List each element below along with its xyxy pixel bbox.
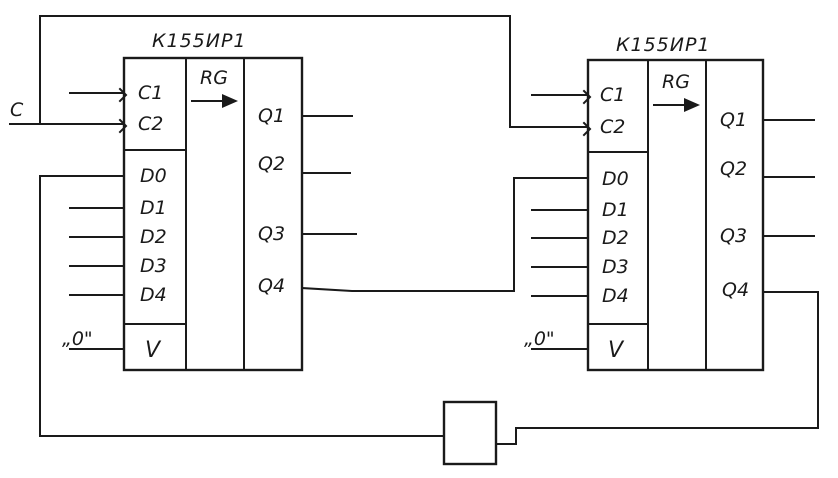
feedback-gate — [442, 400, 498, 466]
pin-label-c2: C2 — [138, 113, 163, 135]
feedback-q4-wire — [495, 291, 819, 445]
pin-label-q3: Q3 — [720, 225, 747, 247]
cascade-q4-to-d0-wire — [300, 177, 589, 292]
pin-label-q4: Q4 — [258, 275, 285, 297]
pin-label-d4: D4 — [140, 284, 167, 306]
register-chip-1: К155ИР1 C1 C2 D0 D1 D2 D3 D4 V „0" RG — [62, 30, 357, 372]
chip-part-number: К155ИР1 — [152, 30, 247, 52]
pin-label-d1: D1 — [602, 199, 629, 221]
clock-signal-label: C — [10, 99, 24, 121]
shift-direction-arrow — [653, 98, 700, 112]
register-chip-2: К155ИР1 C1 C2 D0 D1 D2 D3 D4 V „0" RG Q1 — [524, 34, 815, 372]
pin-label-q1: Q1 — [258, 105, 285, 127]
pin-label-c2: C2 — [600, 116, 625, 138]
pin-label-c1: C1 — [600, 84, 625, 106]
clock-edge-marks — [118, 87, 592, 137]
function-label: RG — [662, 71, 690, 93]
pin-label-d1: D1 — [140, 197, 167, 219]
pin-label-d0: D0 — [140, 165, 167, 187]
chip-part-number: К155ИР1 — [616, 34, 711, 56]
mode-value-label: „0" — [524, 328, 555, 350]
chip-body — [586, 58, 765, 372]
pin-label-d3: D3 — [140, 255, 167, 277]
pin-label-v: V — [608, 338, 625, 363]
pin-label-d2: D2 — [140, 226, 167, 248]
pin-label-d4: D4 — [602, 285, 629, 307]
pin-label-v: V — [145, 338, 162, 363]
pin-label-c1: C1 — [138, 82, 163, 104]
shift-direction-arrow — [191, 94, 238, 108]
pin-label-q3: Q3 — [258, 223, 285, 245]
pin-label-d0: D0 — [602, 168, 629, 190]
pin-label-q2: Q2 — [258, 153, 285, 175]
pin-label-q4: Q4 — [722, 279, 749, 301]
function-label: RG — [200, 67, 228, 89]
chip-body — [122, 56, 304, 372]
clock-loop-wire — [39, 15, 589, 128]
mode-value-label: „0" — [62, 328, 93, 350]
pin-label-d3: D3 — [602, 256, 629, 278]
pin-label-d2: D2 — [602, 227, 629, 249]
pin-label-q2: Q2 — [720, 158, 747, 180]
pin-label-q1: Q1 — [720, 109, 747, 131]
